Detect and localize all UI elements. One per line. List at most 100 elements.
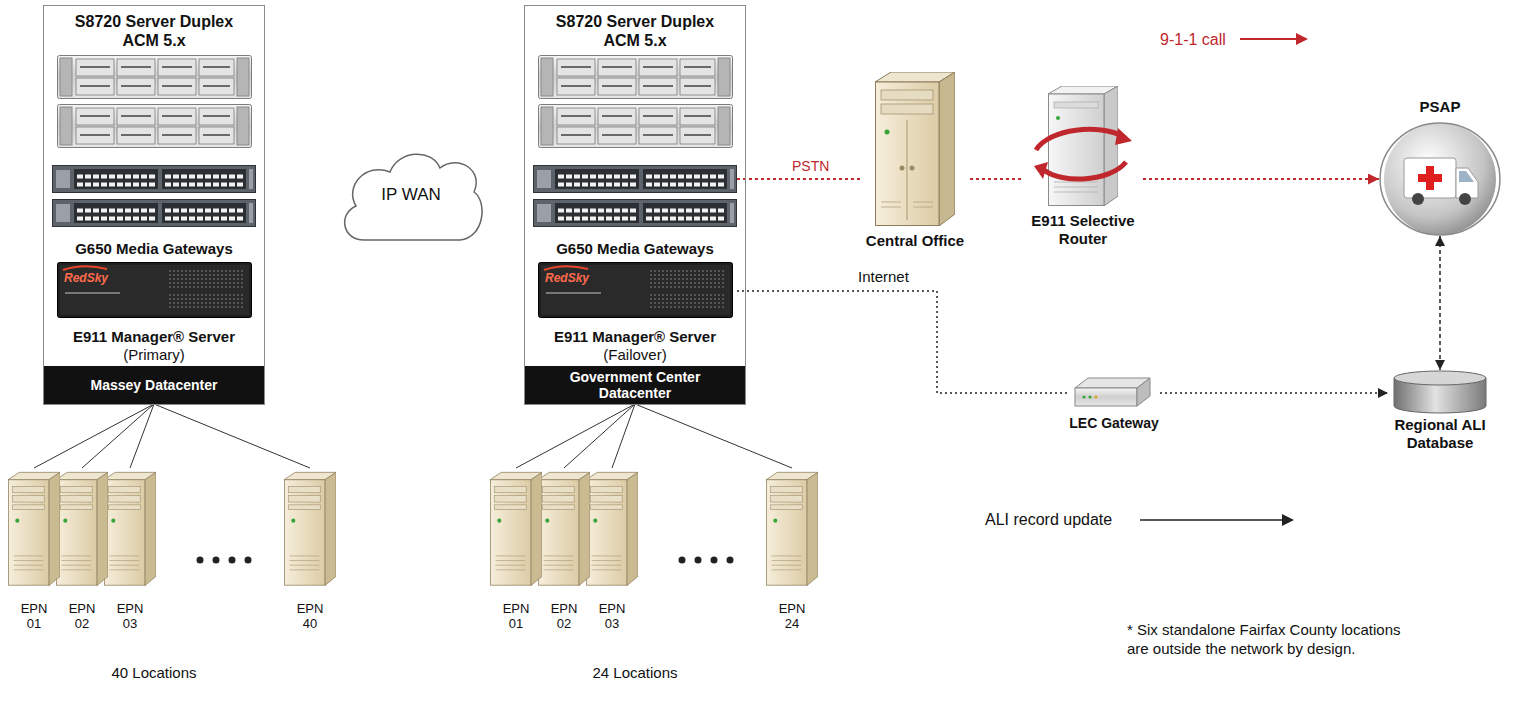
label-holder: 24 Locations xyxy=(575,664,695,682)
site-link xyxy=(34,404,154,468)
epn-server: EPN 02 xyxy=(540,468,588,633)
connector-label: Internet xyxy=(858,268,909,286)
device-label: LEC Gateway xyxy=(1069,415,1158,432)
ellipsis-dots xyxy=(679,557,686,564)
epn-tower xyxy=(538,472,590,585)
epn-server: EPN 40 xyxy=(286,468,334,633)
ellipsis-dots xyxy=(197,557,734,564)
media-gateway-unit xyxy=(53,200,256,227)
epn-label: EPN 02 xyxy=(69,601,96,631)
footnote: * Six standalone Fairfax County location… xyxy=(1127,620,1412,658)
epn-label: EPN 01 xyxy=(503,601,530,631)
rack-server xyxy=(539,56,733,99)
device-label: (Primary) xyxy=(123,346,185,364)
lec-gateway-device xyxy=(1075,378,1150,406)
network-link xyxy=(1160,392,1388,394)
ellipsis-dots xyxy=(229,557,236,564)
rack-server xyxy=(58,105,252,148)
epn-tower xyxy=(490,472,542,585)
psap-circle: PSAP xyxy=(1379,122,1501,236)
server-heading: S8720 Server Duplex ACM 5.x xyxy=(64,12,244,50)
site-link xyxy=(516,404,635,468)
selective-router: E911 Selective Router xyxy=(1023,84,1143,250)
lec-gateway-device xyxy=(1082,395,1085,398)
datacenter-band: Massey Datacenter xyxy=(44,366,264,404)
ellipsis-dots xyxy=(711,557,718,564)
brand-logo: RedSky xyxy=(64,271,108,285)
flow-label: 9-1-1 call xyxy=(1160,30,1226,49)
site-link xyxy=(564,404,635,468)
rack-server xyxy=(58,56,252,99)
network-link xyxy=(737,178,860,180)
label-holder: Internet xyxy=(858,268,909,286)
media-gateway-unit xyxy=(53,166,256,193)
psap-badge xyxy=(1418,174,1442,182)
device-label: (Failover) xyxy=(603,346,666,364)
network-link xyxy=(1143,178,1379,180)
central-office-cabinet xyxy=(875,72,955,226)
epn-label: EPN 01 xyxy=(21,601,48,631)
epn-tower xyxy=(586,472,638,585)
connector-label: PSTN xyxy=(792,158,829,175)
epn-label: EPN 24 xyxy=(779,601,806,631)
psap-badge xyxy=(1459,193,1471,205)
device-label: Central Office xyxy=(866,232,964,250)
device-label: PSAP xyxy=(1379,98,1501,116)
device-label: E911 Selective Router xyxy=(1027,212,1139,248)
psap-badge xyxy=(1459,171,1474,182)
router-tower xyxy=(1048,86,1118,206)
lec-gateway-device xyxy=(1088,395,1091,398)
epn-tower xyxy=(284,472,336,585)
psap-circle-outline xyxy=(1379,122,1501,236)
device-label: Regional ALI Database xyxy=(1392,416,1488,452)
epn-label: EPN 03 xyxy=(599,601,626,631)
label-holder: RedSky xyxy=(64,271,108,285)
site-link xyxy=(612,404,635,468)
routing-swirl xyxy=(1036,129,1122,150)
psap-badge xyxy=(1404,158,1456,198)
label-holder: PSTN xyxy=(792,158,829,175)
epn-server: EPN 24 xyxy=(768,468,816,633)
wan-cloud: IP WAN xyxy=(336,140,486,250)
lec-gateway-device xyxy=(1137,378,1150,406)
media-gateway-unit xyxy=(534,200,737,227)
rack-server xyxy=(539,105,733,148)
lec-gateway-device xyxy=(1094,395,1097,398)
brand-logo: RedSky xyxy=(545,271,589,285)
media-gateway: G650 Media Gateways xyxy=(533,163,737,260)
site-link xyxy=(130,404,154,468)
epn-tower xyxy=(8,472,60,585)
ellipsis-dots xyxy=(245,557,252,564)
site-link xyxy=(154,404,310,468)
epn-server: EPN 03 xyxy=(588,468,636,633)
routing-swirl xyxy=(1115,128,1132,145)
ellipsis-dots xyxy=(695,557,702,564)
label-holder: 40 Locations xyxy=(94,664,214,682)
media-gateway: G650 Media Gateways xyxy=(52,163,256,260)
datacenter-band: Government Center Datacenter xyxy=(525,366,745,404)
ellipsis-dots xyxy=(727,557,734,564)
datacenter-name: Government Center Datacenter xyxy=(560,369,710,401)
psap-badge xyxy=(1384,123,1496,235)
datacenter-box: S8720 Server Duplex ACM 5.xG650 Media Ga… xyxy=(43,5,265,405)
flow-arrow xyxy=(1140,519,1282,521)
network-link xyxy=(1439,236,1441,370)
psap-badge xyxy=(1384,123,1496,235)
datacenter-box: S8720 Server Duplex ACM 5.xG650 Media Ga… xyxy=(524,5,746,405)
router-tower xyxy=(1048,86,1118,206)
epn-tower xyxy=(56,472,108,585)
epn-server: EPN 02 xyxy=(58,468,106,633)
epn-server: EPN 03 xyxy=(106,468,154,633)
epn-label: EPN 02 xyxy=(551,601,578,631)
label-holder: ALI record update xyxy=(985,510,1112,529)
location-count: 40 Locations xyxy=(94,664,214,682)
ellipsis-dots xyxy=(213,557,220,564)
device-label: G650 Media Gateways xyxy=(556,240,714,258)
routing-swirl xyxy=(1034,162,1048,179)
ali-database: Regional ALI Database xyxy=(1388,370,1492,454)
site-link xyxy=(82,404,154,468)
e911-server-unit xyxy=(58,263,733,318)
